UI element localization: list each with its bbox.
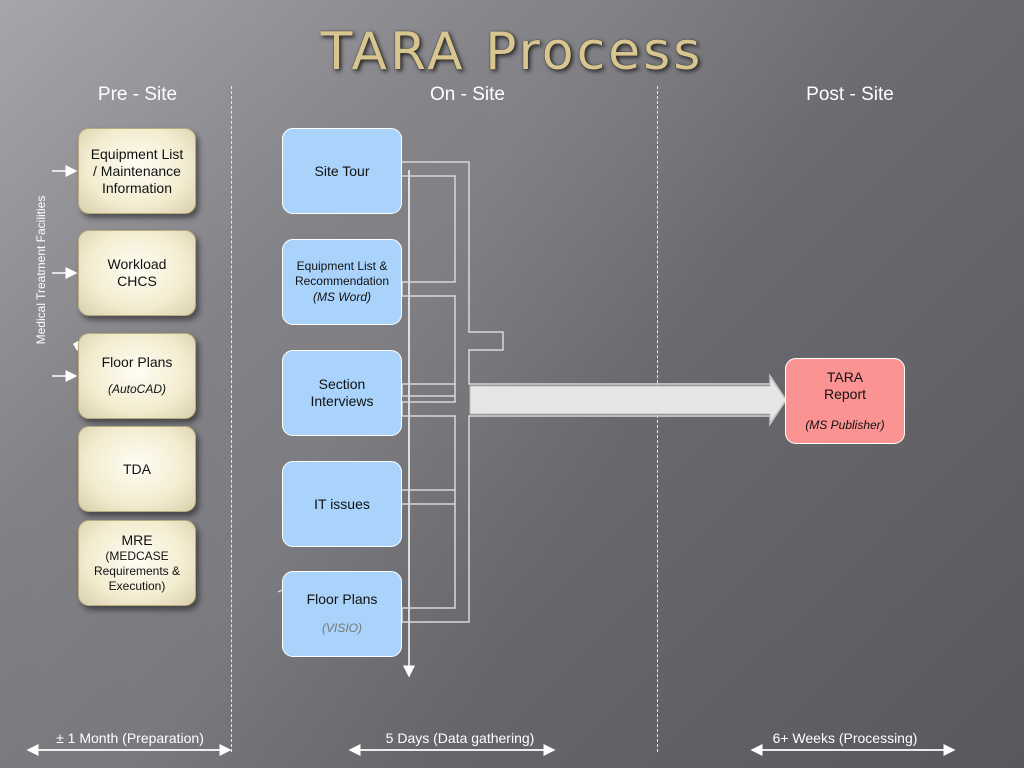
box-floor-plans-note: (AutoCAD) xyxy=(107,382,166,396)
box-equipment-list: Equipment List / Maintenance Information xyxy=(78,128,196,214)
box-equipment-recommendation-note: (MS Word) xyxy=(313,289,371,304)
box-equipment-list-label: Equipment List / Maintenance Information xyxy=(90,145,184,196)
box-tda-label: TDA xyxy=(123,460,151,477)
box-floor-plans-label: Floor Plans xyxy=(101,354,173,370)
box-tara-report-label: TARA Report xyxy=(823,368,867,402)
divider-pre-on xyxy=(231,86,232,752)
side-label: Medical Treatment Facilities xyxy=(34,195,48,345)
box-it-issues: IT issues xyxy=(282,461,402,547)
box-workload-label: Workload CHCS xyxy=(107,256,167,289)
column-label-post-site: Post - Site xyxy=(806,84,894,105)
column-label-on-site: On - Site xyxy=(430,84,505,105)
box-floor-plans-visio: Floor Plans (VISIO) xyxy=(282,571,402,657)
box-floor-plans-autocad: Floor Plans (AutoCAD) xyxy=(78,333,196,419)
box-tara-report-note: (MS Publisher) xyxy=(805,417,885,432)
box-mre-label: MRE xyxy=(121,532,153,548)
box-site-tour-label: Site Tour xyxy=(314,162,370,179)
collector-bus xyxy=(401,161,787,623)
timeline-label-data-gathering: 5 Days (Data gathering) xyxy=(385,730,535,746)
box-workload: Workload CHCS xyxy=(78,230,196,316)
box-tda: TDA xyxy=(78,426,196,512)
page-title: TARA Process xyxy=(320,22,704,82)
box-mre: MRE (MEDCASE Requirements & Execution) xyxy=(78,520,196,606)
box-mre-note: (MEDCASE Requirements & Execution) xyxy=(93,549,181,593)
column-label-pre-site: Pre - Site xyxy=(97,84,178,105)
box-section-interviews: Section Interviews xyxy=(282,350,402,436)
box-tara-report: TARA Report (MS Publisher) xyxy=(785,358,905,444)
box-floor-plans-visio-label: Floor Plans xyxy=(306,591,378,607)
divider-on-post xyxy=(657,86,658,752)
report-arrow xyxy=(469,375,787,425)
box-equipment-recommendation-label: Equipment List & Recommendation xyxy=(294,258,390,288)
timeline-label-preparation: ± 1 Month (Preparation) xyxy=(56,730,204,746)
box-equipment-recommendation: Equipment List & Recommendation (MS Word… xyxy=(282,239,402,325)
timeline-label-processing: 6+ Weeks (Processing) xyxy=(772,730,918,746)
box-section-interviews-label: Section Interviews xyxy=(310,376,374,409)
box-it-issues-label: IT issues xyxy=(314,495,370,512)
box-floor-plans-visio-note: (VISIO) xyxy=(321,621,362,635)
box-site-tour: Site Tour xyxy=(282,128,402,214)
